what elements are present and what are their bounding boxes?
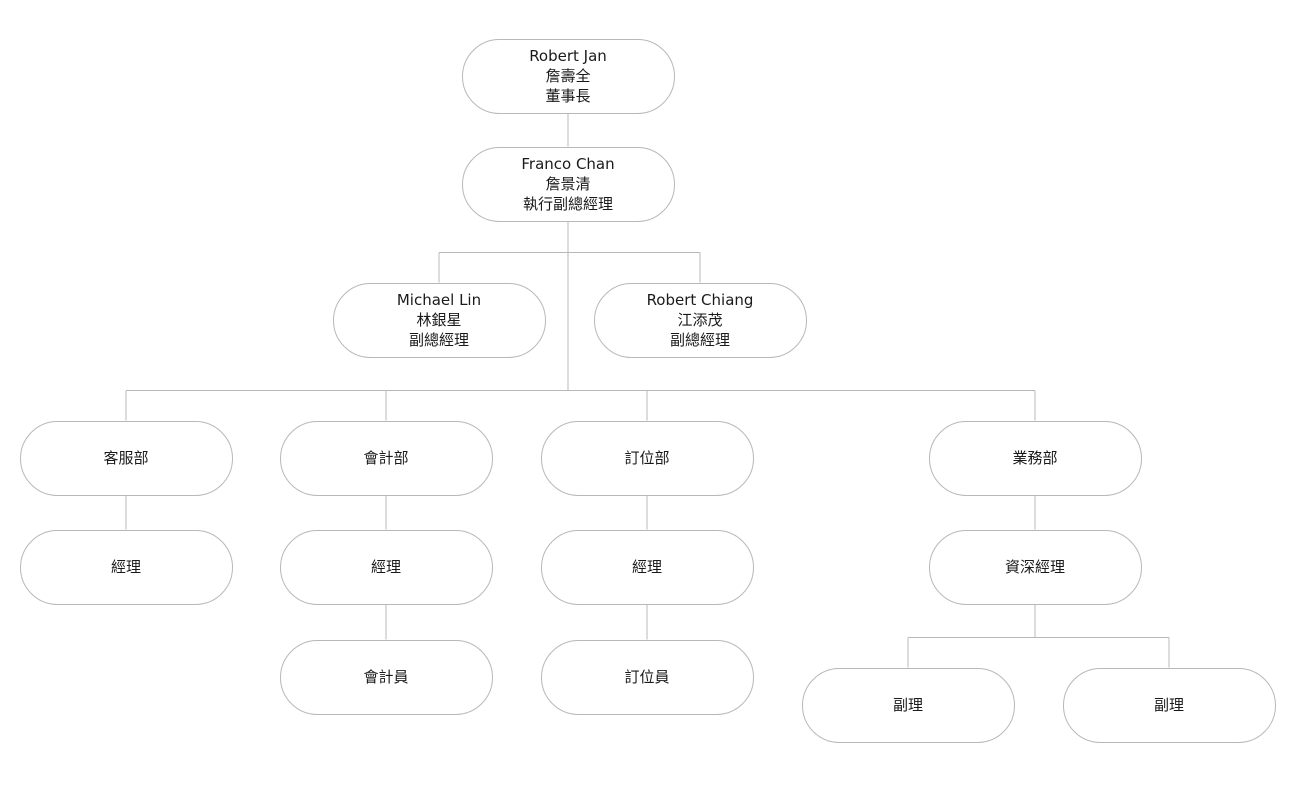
- node-reservation-manager: 經理: [540, 529, 754, 605]
- node-chinese-name: 詹壽全: [545, 67, 591, 85]
- node-title: 副理: [1153, 696, 1184, 714]
- node-chinese-name: 林銀星: [416, 311, 462, 329]
- node-title: 副總經理: [669, 331, 730, 349]
- node-name: Robert Jan: [529, 47, 607, 65]
- node-chairman: Robert Jan 詹壽全 董事長: [461, 38, 675, 114]
- node-accountant: 會計員: [279, 639, 493, 715]
- node-sales-senior-manager: 資深經理: [928, 529, 1142, 605]
- node-title: 資深經理: [1004, 558, 1065, 576]
- node-title: 經理: [370, 558, 401, 576]
- node-title: 業務部: [1012, 449, 1058, 467]
- node-customer-service-manager: 經理: [19, 529, 233, 605]
- node-executive-vp: Franco Chan 詹景清 執行副總經理: [461, 146, 675, 222]
- node-chinese-name: 江添茂: [677, 311, 723, 329]
- node-reservation-agent: 訂位員: [540, 639, 754, 715]
- node-title: 經理: [631, 558, 662, 576]
- node-title: 執行副總經理: [522, 195, 613, 213]
- node-sales-assistant-manager-2: 副理: [1062, 667, 1276, 743]
- node-accounting-manager: 經理: [279, 529, 493, 605]
- node-name: Robert Chiang: [646, 291, 754, 309]
- node-title: 訂位員: [624, 668, 670, 686]
- node-title: 經理: [110, 558, 141, 576]
- node-reservation-dept: 訂位部: [540, 420, 754, 496]
- node-title: 副總經理: [408, 331, 469, 349]
- node-customer-service-dept: 客服部: [19, 420, 233, 496]
- node-chinese-name: 詹景清: [545, 175, 591, 193]
- node-accounting-dept: 會計部: [279, 420, 493, 496]
- node-vp-chiang: Robert Chiang 江添茂 副總經理: [593, 282, 807, 358]
- node-name: Michael Lin: [396, 291, 482, 309]
- node-title: 董事長: [545, 87, 591, 105]
- node-title: 客服部: [103, 449, 149, 467]
- node-title: 副理: [892, 696, 923, 714]
- node-title: 訂位部: [624, 449, 670, 467]
- node-vp-lin: Michael Lin 林銀星 副總經理: [332, 282, 546, 358]
- node-name: Franco Chan: [521, 155, 615, 173]
- node-sales-assistant-manager-1: 副理: [801, 667, 1015, 743]
- node-title: 會計部: [363, 449, 409, 467]
- node-sales-dept: 業務部: [928, 420, 1142, 496]
- node-title: 會計員: [363, 668, 409, 686]
